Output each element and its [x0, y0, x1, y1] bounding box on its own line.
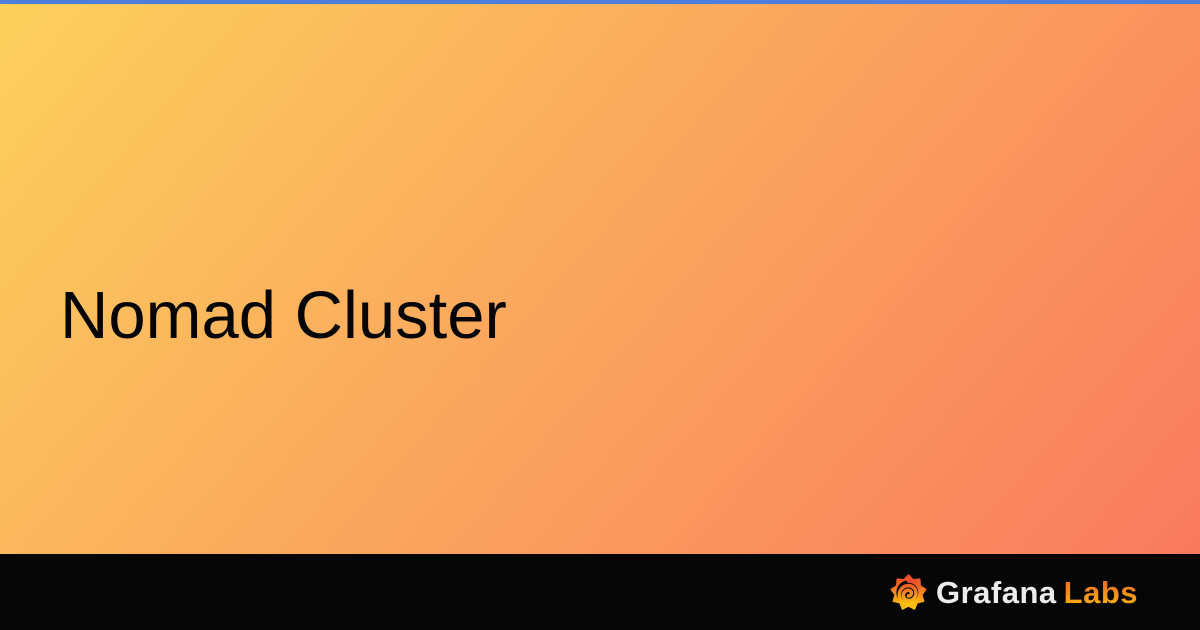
grafana-labs-logo: Grafana Labs — [890, 573, 1138, 611]
top-accent-bar — [0, 0, 1200, 4]
brand-name: Grafana — [935, 574, 1057, 610]
brand-suffix: Labs — [1063, 574, 1138, 610]
hero-section: Nomad Cluster — [0, 4, 1200, 554]
grafana-flame-spiral-icon — [890, 573, 927, 610]
page-title: Nomad Cluster — [60, 278, 507, 353]
footer-bar: Grafana Labs — [0, 554, 1200, 630]
